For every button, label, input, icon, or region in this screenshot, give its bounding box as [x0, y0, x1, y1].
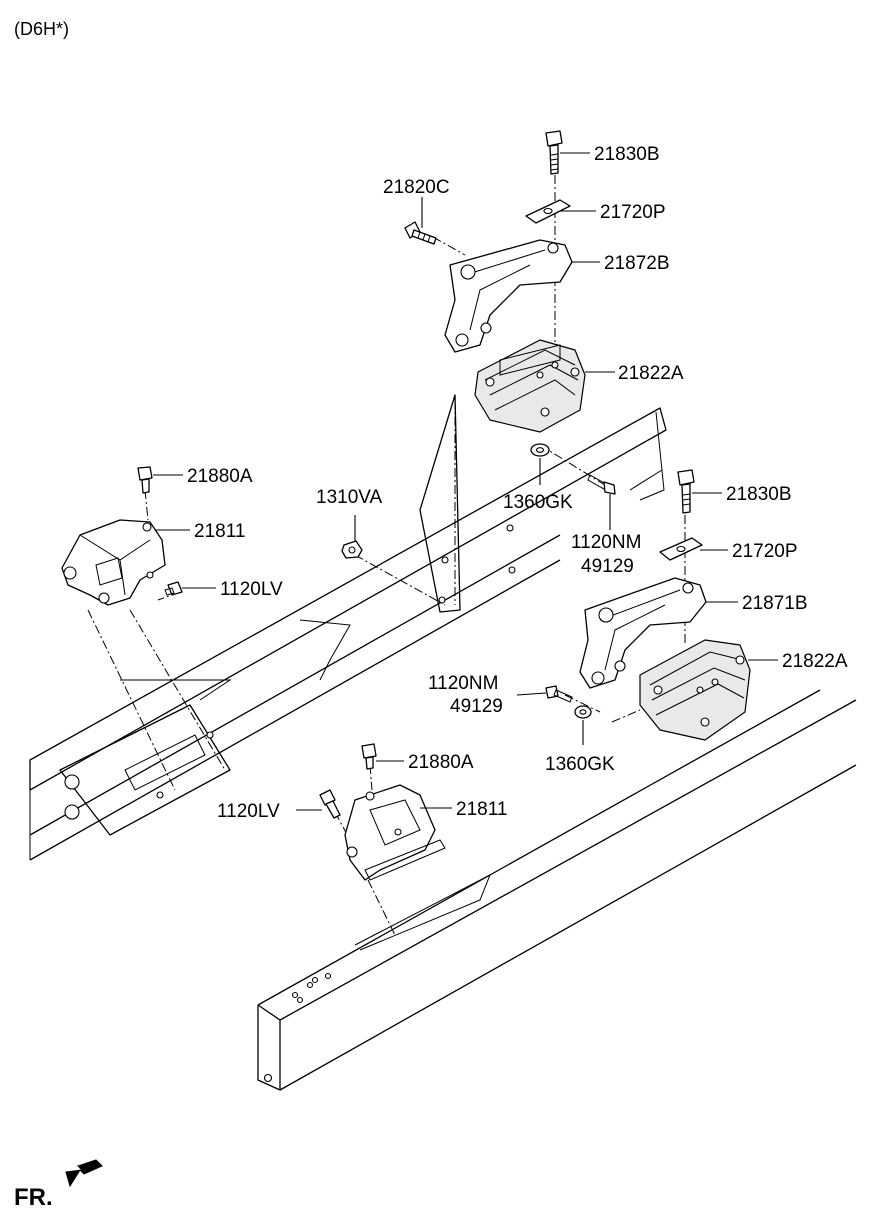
frame-nut-1310va: [341, 540, 363, 559]
label-frame-nut: 1310VA: [316, 487, 383, 508]
label-right-bolt: 21830B: [726, 484, 792, 505]
left-flange-bolt-1120lv: [164, 581, 183, 596]
left-bracket-21811: [61, 519, 166, 606]
label-right-nut-code2: 49129: [450, 696, 503, 717]
lower-bracket-21811: [344, 784, 446, 881]
label-upper-bracket: 21872B: [604, 253, 670, 274]
label-lower-bolt: 21880A: [408, 752, 474, 773]
label-upper-bracket-bolt: 21820C: [383, 177, 450, 198]
front-label: FR.: [14, 1184, 53, 1211]
label-lower-flange-bolt: 1120LV: [217, 801, 280, 822]
label-right-washer: 1360GK: [545, 754, 615, 775]
label-upper-bolt: 21830B: [594, 144, 660, 165]
label-left-bolt: 21880A: [187, 466, 253, 487]
right-bolt-1120nm: [545, 685, 573, 703]
right-washer-plate-21720p: [659, 537, 703, 561]
label-right-insulator: 21822A: [782, 651, 848, 672]
upper-bolt-21830b: [545, 130, 563, 175]
chassis-frame: [29, 394, 857, 1091]
right-bracket-21871b: [579, 577, 707, 689]
right-washer-1360gk: [574, 705, 592, 719]
upper-washer-1360gk: [530, 443, 550, 457]
upper-bolt-1120nm: [587, 474, 616, 495]
right-bolt-21830b: [677, 469, 695, 514]
front-direction-indicator: FR.: [14, 1159, 103, 1211]
label-right-washer-plate: 21720P: [732, 541, 798, 562]
label-left-bracket: 21811: [194, 521, 245, 542]
label-right-nut-code: 1120NM: [428, 673, 498, 694]
upper-insulator-21822a: [474, 339, 586, 433]
front-arrow-icon: [65, 1159, 103, 1188]
label-upper-insulator: 21822A: [618, 363, 684, 384]
upper-washer-plate-21720p: [525, 199, 571, 224]
part-labels: 21830B 21720P 21872B 21820C 21822A 1360G…: [187, 144, 848, 822]
label-lower-bracket: 21811: [456, 799, 507, 820]
label-upper-nut-code2: 49129: [581, 556, 634, 577]
variant-code: (D6H*): [14, 19, 69, 39]
label-upper-nut-code: 1120NM: [571, 532, 641, 553]
label-right-bracket: 21871B: [742, 593, 808, 614]
label-upper-washer: 1360GK: [503, 492, 573, 513]
lower-flange-bolt-1120lv: [319, 789, 341, 819]
upper-bracket-21872b: [444, 239, 573, 353]
leader-lines: [153, 152, 778, 811]
label-left-flange-bolt: 1120LV: [220, 579, 283, 600]
lower-bolt-21880a: [361, 743, 377, 770]
upper-bracket-bolt-21820c: [404, 221, 437, 245]
label-upper-washer-plate: 21720P: [600, 202, 666, 223]
right-insulator-21822a: [639, 639, 751, 741]
left-bolt-21880a: [137, 466, 153, 494]
